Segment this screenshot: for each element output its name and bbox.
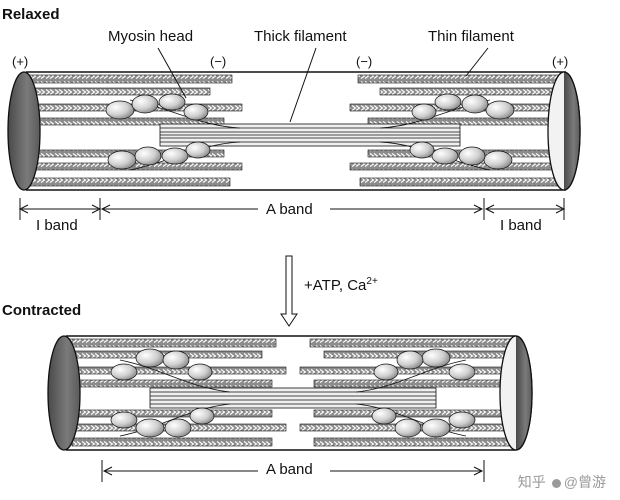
transition-arrow [280,255,298,327]
thin-filament-leader [465,47,489,77]
a-band-label-contracted: A band [262,461,317,478]
thick-filament-label: Thick filament [254,28,347,45]
contracted-title: Contracted [2,302,82,319]
minus-polarity-right: (−) [356,54,373,69]
myosin-heads-relaxed-left [105,93,211,170]
a-band-dimension-contracted [101,460,485,482]
i-band-left-label: I band [36,217,78,234]
plus-polarity-left: (+) [12,54,29,69]
avatar-icon [551,478,561,488]
a-band-label-relaxed: A band [262,201,317,218]
myosin-head-label: Myosin head [108,28,194,45]
watermark: 知乎 @曾游 [518,472,606,492]
thick-filament-relaxed [129,99,491,171]
calcium-charge: 2+ [366,276,378,287]
myosin-head-leader [157,47,187,99]
atp-calcium-text: +ATP, Ca [304,277,367,294]
watermark-author: @曾游 [563,474,606,490]
myosin-heads-contracted-right [371,348,476,438]
band-dimension-lines [18,198,566,220]
thin-filament-label: Thin filament [428,28,514,45]
z-disc-left-contracted [47,335,81,451]
z-disc-left-relaxed [7,71,41,191]
plus-polarity-right: (+) [552,54,569,69]
atp-calcium-label: +ATP, Ca2+ [304,276,378,294]
contracted-sarcomere [47,335,533,482]
thick-filament-contracted [119,359,467,437]
watermark-site: 知乎 [517,474,546,490]
thick-filament-leader [289,47,317,123]
minus-polarity-left: (−) [210,54,227,69]
myosin-heads-contracted-left [110,348,215,438]
relaxed-title: Relaxed [2,6,60,23]
relaxed-sarcomere [7,47,581,220]
i-band-right-label: I band [500,217,542,234]
myosin-heads-relaxed-right [409,93,515,170]
